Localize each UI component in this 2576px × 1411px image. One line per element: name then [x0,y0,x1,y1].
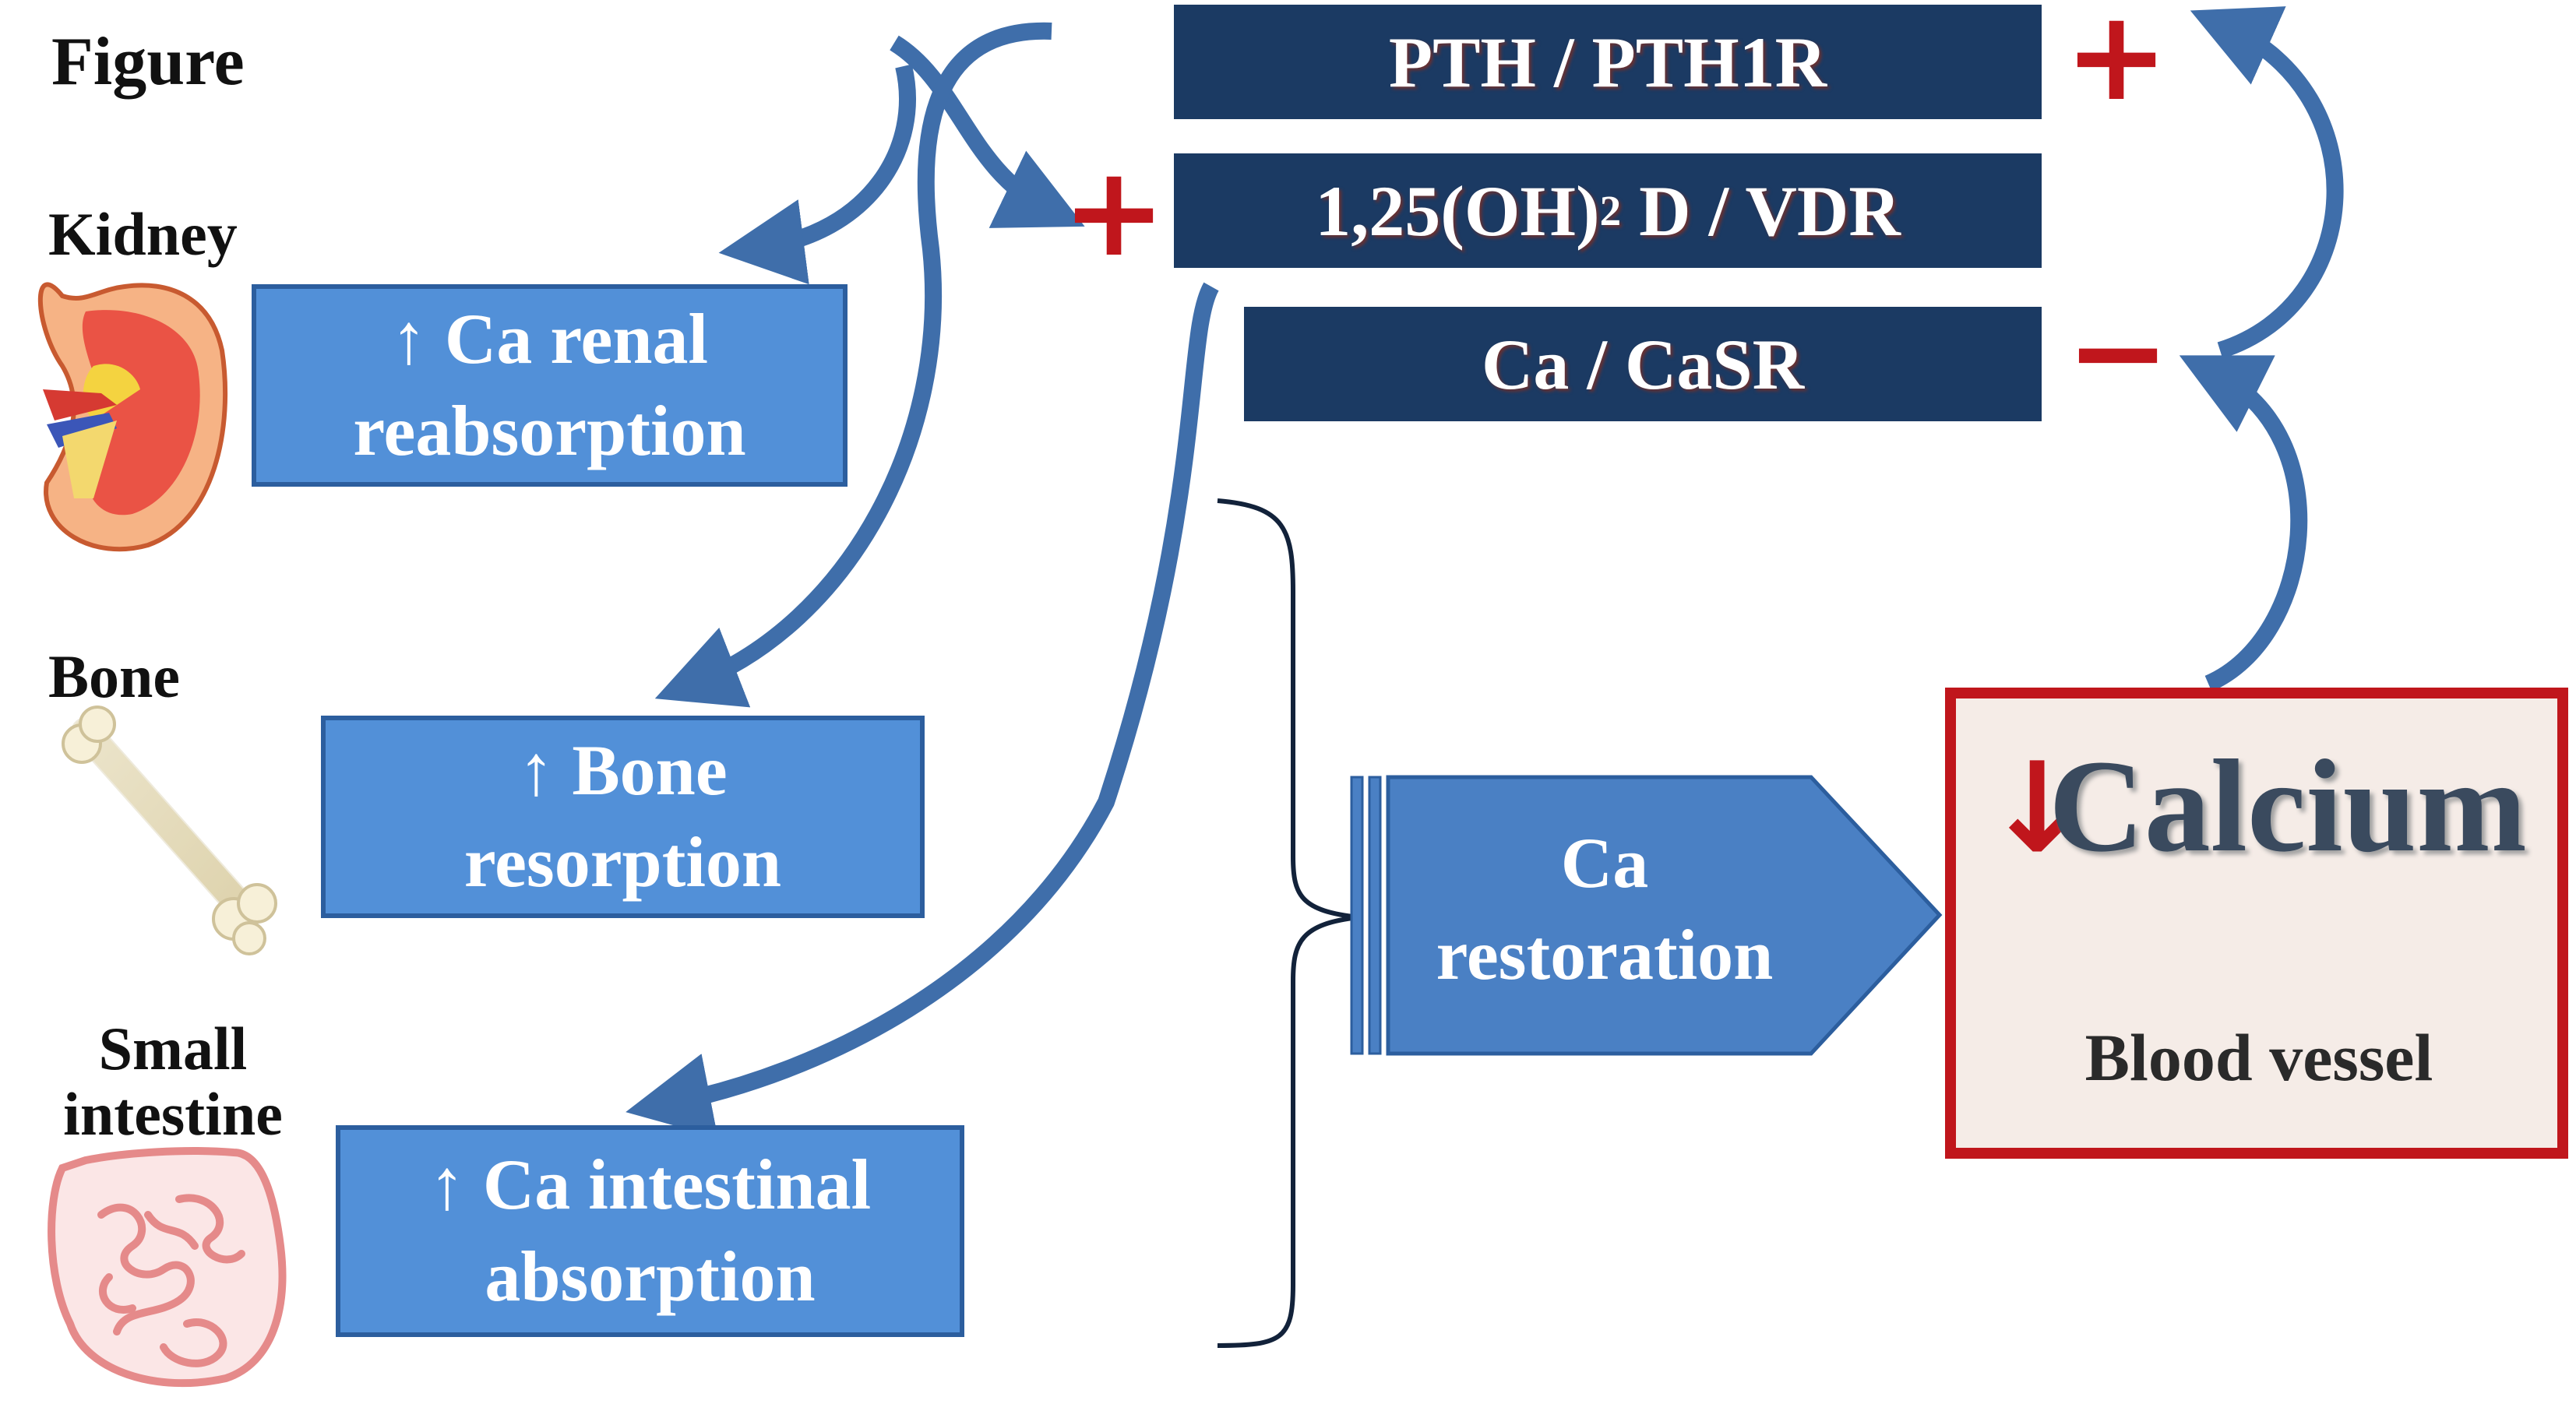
intestinal-absorption-box: ↑ Ca intestinal absorption [336,1125,964,1337]
calcium-restoration-line2: restoration [1436,914,1774,994]
renal-reabsorption-line1: ↑ Ca renal [390,299,709,379]
restoration-arrow-shape [1350,775,1943,1056]
arrow-calcium-to-casr [2179,355,2308,692]
vitamin-d-prefix: 1,25(OH) [1315,171,1600,251]
bone-resorption-line1: ↑ Bone [518,730,728,811]
intestinal-absorption-line2: absorption [485,1237,816,1316]
feedback-arrows [625,6,2344,1138]
calcium-restoration-line1: Ca [1560,823,1649,903]
kidney-label: Kidney [48,200,238,268]
arrow-to-kidney [718,64,916,285]
low-calcium-box [1945,688,2568,1159]
pth-receptor-bar: PTH / PTH1R [1174,5,2042,119]
arrow-to-vitd [890,35,1085,228]
small-intestine-label-line1: Small [98,1015,248,1082]
vitamin-d-subscript: 2 [1599,187,1622,234]
bone-resorption-box: ↑ Bone resorption [321,716,925,918]
restoration-bracket [1217,498,1360,1348]
bone-resorption-line2: resorption [463,822,782,902]
blood-vessel-label: Blood vessel [2084,1020,2433,1095]
small-intestine-label-line2: intestine [63,1080,283,1149]
vitamin-d-suffix: D / VDR [1639,171,1901,251]
calcium-restoration-label: Ca restoration [1394,818,1815,1001]
down-arrow-icon: ↓ [1985,735,2090,881]
plus-sign-pth: + [2064,0,2169,128]
intestinal-absorption-line1: ↑ Ca intestinal [428,1145,872,1225]
renal-reabsorption-box: ↑ Ca renal reabsorption [252,284,848,487]
plus-sign-vitamin-d: + [1062,139,1167,284]
arrow-to-bone [654,22,1052,708]
renal-reabsorption-line2: reabsorption [353,391,746,470]
bone-label: Bone [48,642,181,710]
arrow-to-intestine [625,282,1219,1138]
arrow-casr-to-pth [2190,6,2344,359]
calcium-sensing-receptor-bar: Ca / CaSR [1244,307,2042,421]
kidney-icon [37,282,228,552]
bone-icon [62,706,277,955]
small-intestine-label: Small intestine [48,1015,298,1149]
figure-label: Figure [51,24,245,100]
minus-sign-casr: − [2066,279,2171,424]
calcium-title: Calcium [2049,733,2527,879]
small-intestine-icon [48,1147,287,1388]
vitamin-d-receptor-bar: 1,25(OH)2 D / VDR [1174,153,2042,268]
